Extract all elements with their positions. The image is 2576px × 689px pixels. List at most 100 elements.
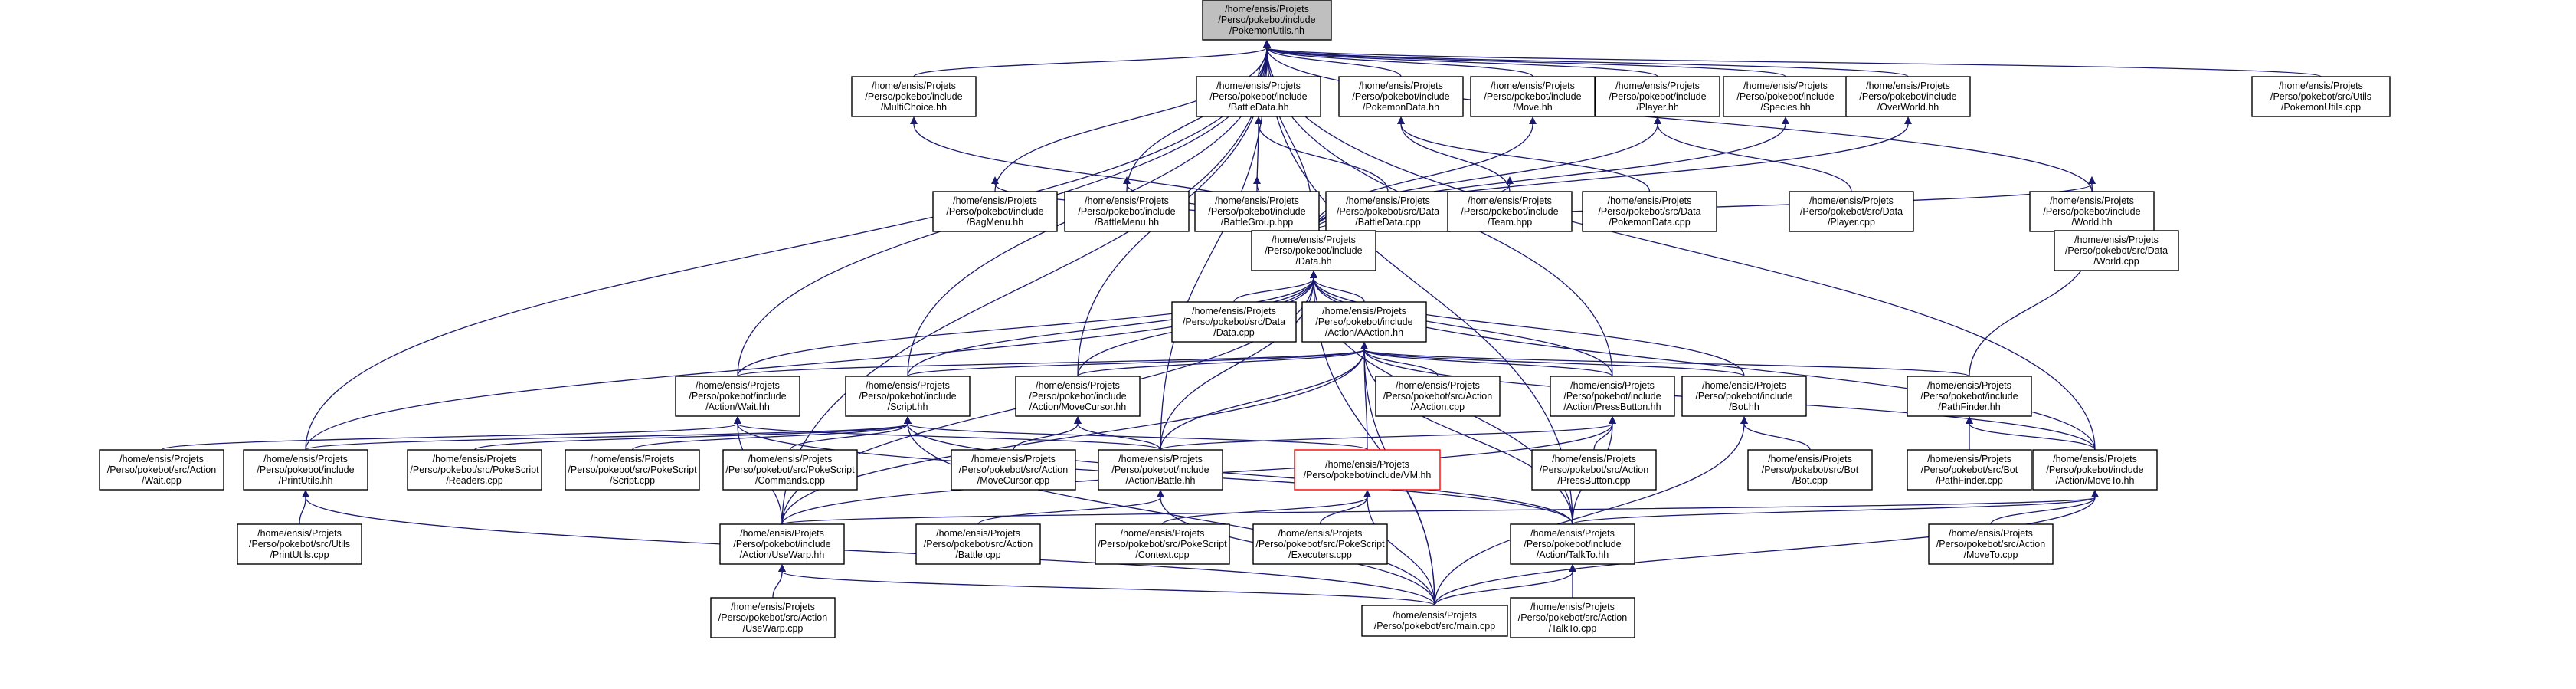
node-battlemenu[interactable]: /home/ensis/Projets/Perso/pokebot/includ…: [1064, 191, 1190, 232]
node-team[interactable]: /home/ensis/Projets/Perso/pokebot/includ…: [1447, 191, 1573, 232]
node-vm_hh[interactable]: /home/ensis/Projets/Perso/pokebot/includ…: [1294, 449, 1441, 491]
node-pressbutton_cpp[interactable]: /home/ensis/Projets/Perso/pokebot/src/Ac…: [1531, 449, 1657, 491]
node-player_cpp[interactable]: /home/ensis/Projets/Perso/pokebot/src/Da…: [1789, 191, 1914, 232]
node-printutils_cpp[interactable]: /home/ensis/Projets/Perso/pokebot/src/Ut…: [237, 523, 362, 565]
node-box: [915, 523, 1041, 565]
node-bot_hh[interactable]: /home/ensis/Projets/Perso/pokebot/includ…: [1681, 376, 1807, 417]
node-usewarp_hh[interactable]: /home/ensis/Projets/Perso/pokebot/includ…: [719, 523, 845, 565]
node-player_hh[interactable]: /home/ensis/Projets/Perso/pokebot/includ…: [1595, 76, 1720, 117]
node-label-line: /Perso/pokebot/src/PokeScript: [725, 464, 855, 475]
node-aaction_cpp[interactable]: /home/ensis/Projets/Perso/pokebot/src/Ac…: [1375, 376, 1501, 417]
node-script_hh[interactable]: /home/ensis/Projets/Perso/pokebot/includ…: [845, 376, 971, 417]
node-talkto_cpp[interactable]: /home/ensis/Projets/Perso/pokebot/src/Ac…: [1510, 597, 1635, 638]
node-pathfinder_hh[interactable]: /home/ensis/Projets/Perso/pokebot/includ…: [1907, 376, 2032, 417]
node-box: [1447, 191, 1573, 232]
node-pathfinder_cpp[interactable]: /home/ensis/Projets/Perso/pokebot/src/Bo…: [1907, 449, 2032, 491]
node-box: [675, 376, 800, 417]
node-label-line: /Perso/pokebot/include: [689, 391, 786, 402]
node-label-line: /Move.hh: [1513, 102, 1552, 113]
node-label-line: /home/ensis/Projets: [433, 454, 517, 464]
node-label-line: /Perso/pokebot/src/Data: [1598, 206, 1700, 217]
node-overworld_hh[interactable]: /home/ensis/Projets/Perso/pokebot/includ…: [1845, 76, 1971, 117]
node-box: [1470, 76, 1596, 117]
node-executers_cpp[interactable]: /home/ensis/Projets/Perso/pokebot/src/Po…: [1252, 523, 1388, 565]
edge-main_cpp-includes-bot_hh: [1434, 416, 1748, 606]
node-pokemonutils_cpp[interactable]: /home/ensis/Projets/Perso/pokebot/src/Ut…: [2251, 76, 2391, 117]
node-box: [1095, 523, 1230, 565]
edge-battle_hh-includes-aaction_hh: [1160, 342, 1368, 451]
node-label-line: /home/ensis/Projets: [1491, 80, 1575, 91]
node-box: [99, 449, 224, 491]
node-label-line: /home/ensis/Projets: [1359, 80, 1443, 91]
node-box: [1338, 76, 1464, 117]
node-label-line: /Perso/pokebot/include: [2043, 206, 2140, 217]
edge-script_cpp-includes-script_hh: [631, 416, 912, 451]
node-battle_hh[interactable]: /home/ensis/Projets/Perso/pokebot/includ…: [1098, 449, 1223, 491]
node-label-line: /Readers.cpp: [446, 475, 502, 486]
node-pressbutton_hh[interactable]: /home/ensis/Projets/Perso/pokebot/includ…: [1550, 376, 1675, 417]
node-label-line: /Player.cpp: [1828, 217, 1875, 228]
node-data_hh[interactable]: /home/ensis/Projets/Perso/pokebot/includ…: [1251, 230, 1376, 271]
node-context_cpp[interactable]: /home/ensis/Projets/Perso/pokebot/src/Po…: [1095, 523, 1230, 565]
nodes-layer: /home/ensis/Projets/Perso/pokebot/includ…: [99, 0, 2391, 638]
node-battledata_hh[interactable]: /home/ensis/Projets/Perso/pokebot/includ…: [1196, 76, 1321, 117]
node-label-line: /PokemonUtils.cpp: [2281, 102, 2361, 113]
node-movecursor_hh[interactable]: /home/ensis/Projets/Perso/pokebot/includ…: [1015, 376, 1141, 417]
node-box: [1550, 376, 1675, 417]
node-species_hh[interactable]: /home/ensis/Projets/Perso/pokebot/includ…: [1723, 76, 1848, 117]
node-main_cpp[interactable]: /home/ensis/Projets/Perso/pokebot/src/ma…: [1361, 605, 1508, 637]
node-label-line: /home/ensis/Projets: [2053, 454, 2137, 464]
node-label-line: /Perso/pokebot/include: [1218, 15, 1315, 25]
node-label-line: /home/ensis/Projets: [591, 454, 675, 464]
node-readers_cpp[interactable]: /home/ensis/Projets/Perso/pokebot/src/Po…: [407, 449, 542, 491]
node-label-line: /BattleGroup.hpp: [1221, 217, 1294, 228]
node-label-line: /Perso/pokebot/src/Bot: [1921, 464, 2018, 475]
node-label-line: /home/ensis/Projets: [1346, 195, 1430, 206]
node-label-line: /Perso/pokebot/src/Action: [924, 539, 1033, 550]
node-talkto_hh[interactable]: /home/ensis/Projets/Perso/pokebot/includ…: [1510, 523, 1635, 565]
node-wait_hh[interactable]: /home/ensis/Projets/Perso/pokebot/includ…: [675, 376, 800, 417]
edge-battle_cpp-includes-battle_hh: [977, 490, 1164, 525]
node-data_cpp[interactable]: /home/ensis/Projets/Perso/pokebot/src/Da…: [1171, 301, 1297, 343]
edge-bagmenu-includes-pokemonutils: [994, 40, 1271, 192]
node-bot_cpp[interactable]: /home/ensis/Projets/Perso/pokebot/src/Bo…: [1747, 449, 1873, 491]
node-label-line: /home/ensis/Projets: [1949, 528, 2033, 539]
node-label-line: /Perso/pokebot/src/PokeScript: [1098, 539, 1227, 550]
node-label-line: /home/ensis/Projets: [953, 195, 1037, 206]
edge-pressbutton_hh-includes-aaction_hh: [1360, 342, 1613, 377]
node-printutils_hh[interactable]: /home/ensis/Projets/Perso/pokebot/includ…: [243, 449, 368, 491]
node-label-line: /home/ensis/Projets: [1278, 528, 1363, 539]
node-wait_cpp[interactable]: /home/ensis/Projets/Perso/pokebot/src/Ac…: [99, 449, 224, 491]
node-commands_cpp[interactable]: /home/ensis/Projets/Perso/pokebot/src/Po…: [722, 449, 858, 491]
node-bagmenu[interactable]: /home/ensis/Projets/Perso/pokebot/includ…: [932, 191, 1058, 232]
node-moveto_cpp[interactable]: /home/ensis/Projets/Perso/pokebot/src/Ac…: [1928, 523, 2054, 565]
node-usewarp_cpp[interactable]: /home/ensis/Projets/Perso/pokebot/src/Ac…: [710, 597, 836, 638]
node-battle_cpp[interactable]: /home/ensis/Projets/Perso/pokebot/src/Ac…: [915, 523, 1041, 565]
node-label-line: /Player.hh: [1636, 102, 1679, 113]
edge-main_cpp-includes-moveto_hh: [1434, 490, 2099, 606]
node-movecursor_cpp[interactable]: /home/ensis/Projets/Perso/pokebot/src/Ac…: [951, 449, 1076, 491]
node-label-line: /Data.cpp: [1213, 327, 1255, 338]
node-multichoice[interactable]: /home/ensis/Projets/Perso/pokebot/includ…: [851, 76, 977, 117]
node-pokemondata_cpp[interactable]: /home/ensis/Projets/Perso/pokebot/src/Da…: [1582, 191, 1717, 232]
node-label-line: /World.hh: [2071, 217, 2112, 228]
node-aaction_hh[interactable]: /home/ensis/Projets/Perso/pokebot/includ…: [1301, 301, 1427, 343]
node-moveto_hh[interactable]: /home/ensis/Projets/Perso/pokebot/includ…: [2032, 449, 2158, 491]
node-move_hh[interactable]: /home/ensis/Projets/Perso/pokebot/includ…: [1470, 76, 1596, 117]
edge-usewarp_hh-includes-aaction_hh: [781, 342, 1368, 525]
edge-pathfinder_hh-includes-aaction_hh: [1360, 342, 1970, 377]
node-script_cpp[interactable]: /home/ensis/Projets/Perso/pokebot/src/Po…: [565, 449, 700, 491]
edge-main_cpp-includes-printutils_hh: [302, 490, 1435, 606]
node-battledata_cpp[interactable]: /home/ensis/Projets/Perso/pokebot/src/Da…: [1325, 191, 1451, 232]
node-label-line: /home/ensis/Projets: [1225, 4, 1309, 15]
node-world_cpp[interactable]: /home/ensis/Projets/Perso/pokebot/src/Da…: [2054, 230, 2179, 271]
node-label-line: /home/ensis/Projets: [1036, 380, 1120, 391]
node-label-line: /home/ensis/Projets: [1468, 195, 1552, 206]
node-label-line: /Perso/pokebot/include: [1315, 317, 1412, 327]
edge-data_hh-includes-move_hh: [1313, 116, 1537, 231]
node-battlegroup[interactable]: /home/ensis/Projets/Perso/pokebot/includ…: [1194, 191, 1320, 232]
node-pokemondata_hh[interactable]: /home/ensis/Projets/Perso/pokebot/includ…: [1338, 76, 1464, 117]
node-world_hh[interactable]: /home/ensis/Projets/Perso/pokebot/includ…: [2029, 191, 2155, 232]
node-pokemonutils[interactable]: /home/ensis/Projets/Perso/pokebot/includ…: [1202, 0, 1332, 41]
